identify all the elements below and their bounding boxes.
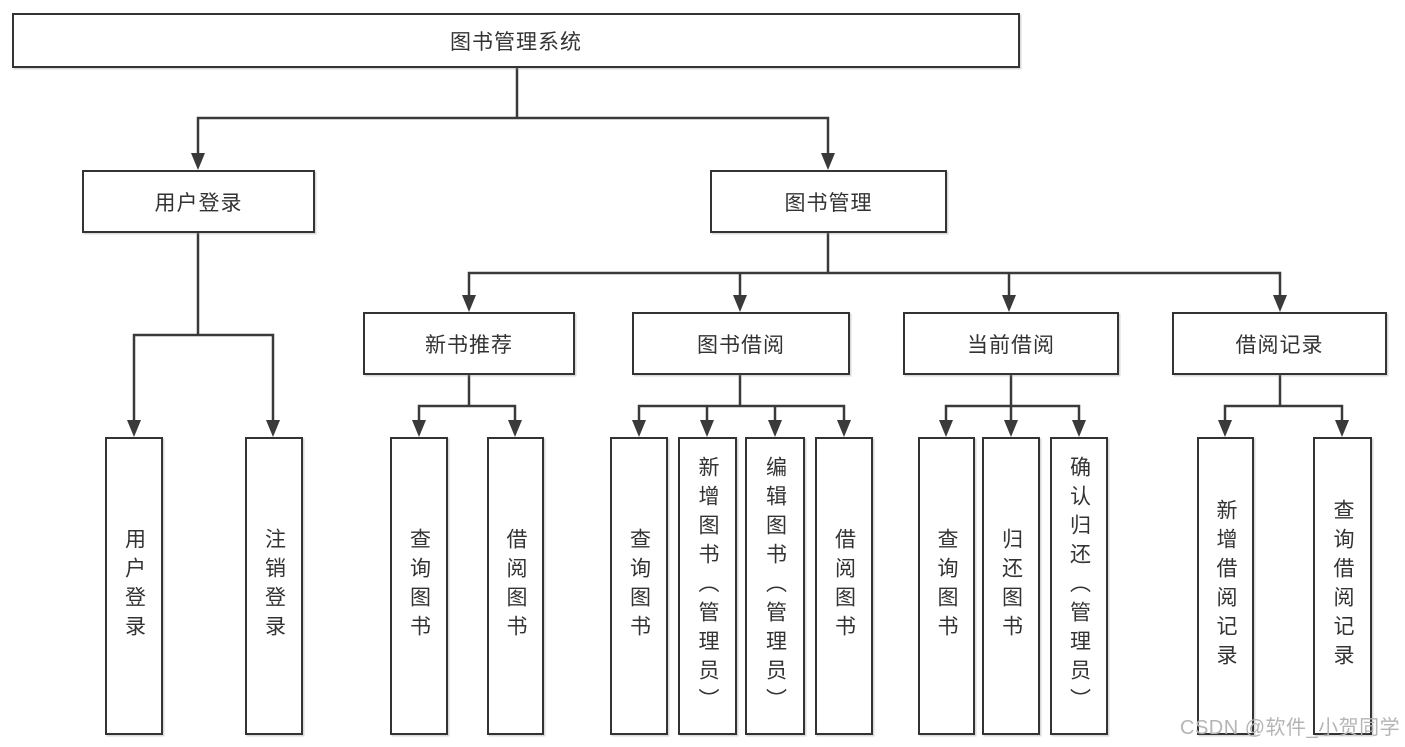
node-current-borrowing-label: 当前借阅: [967, 333, 1055, 357]
leaf-logout: 注销登录: [245, 437, 303, 735]
leaf-confirm-return-admin: 确认归还（管理员）: [1050, 437, 1108, 735]
leaf-confirm-return-admin-label: 确认归还（管理员）: [1067, 455, 1091, 717]
leaf-query-books-current-label: 查询图书: [935, 528, 958, 644]
leaf-add-books-admin: 新增图书（管理员）: [678, 437, 737, 735]
node-current-borrowing: 当前借阅: [903, 312, 1119, 375]
node-root-system: 图书管理系统: [12, 13, 1020, 68]
node-borrowing-records: 借阅记录: [1172, 312, 1387, 375]
leaf-query-books-recommend-label: 查询图书: [407, 528, 431, 644]
leaf-query-books-borrowing-label: 查询图书: [627, 528, 651, 644]
node-new-book-recommend-label: 新书推荐: [425, 333, 513, 357]
leaf-query-books-borrowing: 查询图书: [610, 437, 668, 735]
leaf-query-books-current: 查询图书: [918, 437, 975, 735]
leaf-query-books-recommend: 查询图书: [390, 437, 448, 735]
leaf-logout-label: 注销登录: [262, 528, 286, 644]
leaf-edit-books-admin-label: 编辑图书（管理员）: [763, 455, 787, 717]
node-root-system-label: 图书管理系统: [450, 30, 582, 54]
leaf-add-books-admin-label: 新增图书（管理员）: [696, 455, 719, 717]
node-book-borrowing: 图书借阅: [632, 312, 850, 375]
leaf-return-books-label: 归还图书: [999, 528, 1023, 644]
leaf-add-borrow-record-label: 新增借阅记录: [1214, 499, 1237, 673]
node-user-login-module-label: 用户登录: [154, 191, 243, 215]
node-new-book-recommend: 新书推荐: [363, 312, 575, 375]
node-book-management-module-label: 图书管理: [784, 191, 873, 215]
node-book-management-module: 图书管理: [710, 170, 947, 233]
leaf-borrow-books-label: 借阅图书: [832, 528, 856, 644]
node-book-borrowing-label: 图书借阅: [697, 333, 785, 357]
leaf-user-login: 用户登录: [105, 437, 163, 735]
leaf-return-books: 归还图书: [982, 437, 1040, 735]
leaf-query-borrow-record-label: 查询借阅记录: [1331, 499, 1354, 673]
node-borrowing-records-label: 借阅记录: [1235, 333, 1324, 357]
node-user-login-module: 用户登录: [82, 170, 315, 233]
watermark: CSDN @软件_小贺同学: [1180, 717, 1401, 739]
leaf-borrow-books-recommend: 借阅图书: [487, 437, 544, 735]
leaf-user-login-label: 用户登录: [122, 528, 146, 644]
leaf-edit-books-admin: 编辑图书（管理员）: [745, 437, 805, 735]
leaf-borrow-books-recommend-label: 借阅图书: [504, 528, 527, 644]
leaf-add-borrow-record: 新增借阅记录: [1197, 437, 1254, 735]
leaf-borrow-books: 借阅图书: [815, 437, 873, 735]
leaf-query-borrow-record: 查询借阅记录: [1313, 437, 1372, 735]
